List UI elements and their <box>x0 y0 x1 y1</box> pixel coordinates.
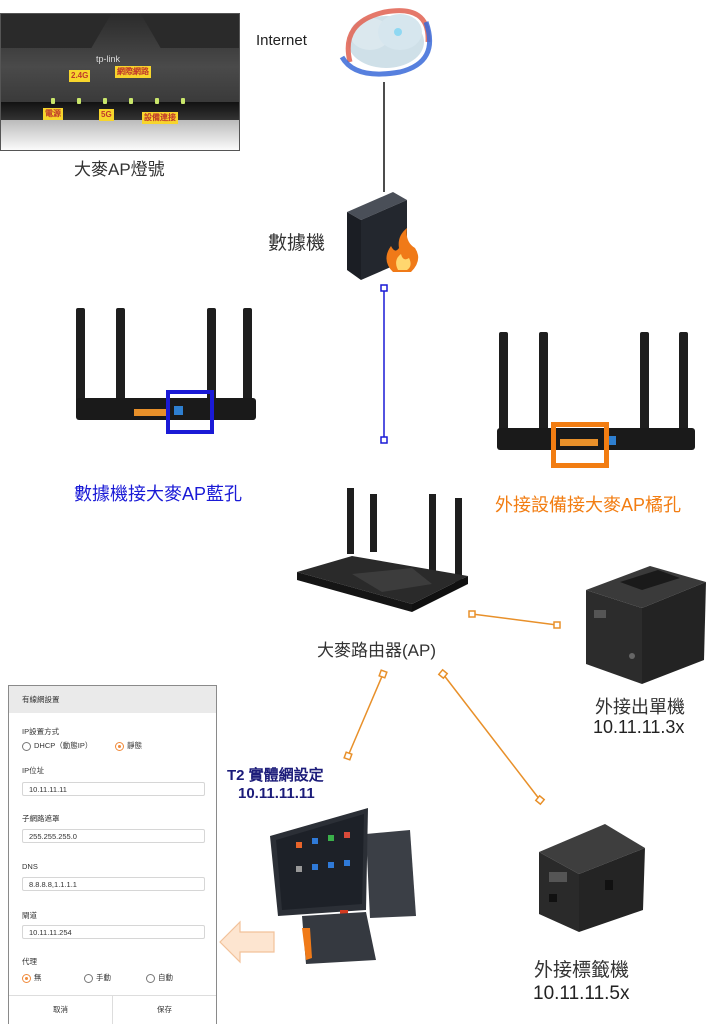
ip-mode-label: IP設置方式 <box>22 727 60 736</box>
ip-address-label: IP位址 <box>22 766 45 775</box>
led-wps <box>181 98 185 104</box>
gateway-input[interactable]: 10.11.11.254 <box>22 925 205 939</box>
ip-mode-dhcp[interactable]: DHCP（動態IP） <box>22 740 92 751</box>
tag-5g: 5G <box>99 109 114 121</box>
led-device <box>155 98 159 104</box>
radio-proxy-auto[interactable] <box>146 973 155 983</box>
led-power <box>51 98 55 104</box>
proxy-manual[interactable]: 手動 <box>84 972 111 983</box>
tag-2g: 2.4G <box>69 70 91 82</box>
label-printer-label: 外接標籤機 <box>534 960 630 981</box>
firewall-icon <box>347 192 419 280</box>
pos-setting-label: T2 實體網設定 <box>227 767 324 784</box>
led-indicator-photo: tp-link 2.4G 網際網路 電源 5G 設備連接 <box>0 13 240 151</box>
radio-dhcp-label: DHCP（動態IP） <box>34 741 93 750</box>
proxy-auto[interactable]: 自動 <box>146 972 173 983</box>
orange-port-label: 外接設備接大麥AP橘孔 <box>495 495 682 515</box>
receipt-printer-icon <box>586 566 706 684</box>
tp-link-logo: tp-link <box>96 54 121 64</box>
line-endpoint <box>468 610 476 618</box>
pos-ip: 10.11.11.11 <box>238 785 315 802</box>
line-endpoint <box>380 284 388 292</box>
internet-label: Internet <box>256 32 307 49</box>
gateway-label: 閘道 <box>22 911 37 920</box>
line-endpoint <box>343 751 353 761</box>
line-endpoint <box>380 436 388 444</box>
subnet-mask-input[interactable]: 255.255.255.0 <box>22 829 205 843</box>
radio-proxy-none-label: 無 <box>34 973 42 982</box>
wired-network-settings-panel: 有線網設置 IP設置方式 DHCP（動態IP） 靜態 IP位址 10.11.11… <box>8 685 217 1024</box>
radio-proxy-auto-label: 自動 <box>158 973 173 982</box>
receipt-printer-label: 外接出單機 <box>595 697 685 717</box>
led-caption: 大麥AP燈號 <box>74 160 165 179</box>
line-endpoint <box>553 621 561 629</box>
label-printer-icon <box>539 824 645 932</box>
line-endpoint <box>534 794 546 806</box>
led-5g <box>103 98 107 104</box>
pos-terminal-icon <box>270 808 416 964</box>
router-ap-label: 大麥路由器(AP) <box>317 641 436 660</box>
line-endpoint <box>437 668 449 680</box>
router-ap-icon <box>297 488 468 612</box>
ip-mode-static[interactable]: 靜態 <box>115 740 142 751</box>
radio-static[interactable] <box>115 741 124 751</box>
proxy-label: 代理 <box>22 957 37 966</box>
router-pos-line <box>347 673 384 757</box>
tag-device: 設備連接 <box>142 112 178 124</box>
blue-port-highlight <box>166 390 214 434</box>
line-endpoint <box>378 669 388 679</box>
tag-power: 電源 <box>43 108 63 120</box>
radio-proxy-manual[interactable] <box>84 973 93 983</box>
label-printer-ip: 10.11.11.5x <box>533 983 630 1004</box>
subnet-mask-label: 子網路遮罩 <box>22 814 60 823</box>
led-2g <box>77 98 81 104</box>
radio-dhcp[interactable] <box>22 741 31 751</box>
arrow-left-icon <box>219 920 275 964</box>
radio-static-label: 靜態 <box>127 741 142 750</box>
receipt-printer-ip: 10.11.11.3x <box>593 717 685 737</box>
cancel-button[interactable]: 取消 <box>9 996 113 1024</box>
radio-proxy-manual-label: 手動 <box>96 973 111 982</box>
modem-label: 數據機 <box>268 233 326 254</box>
router-receipt-printer-line <box>471 613 558 626</box>
router-label-printer-line <box>442 673 541 801</box>
led-internet <box>129 98 133 104</box>
router-back-orange-photo <box>497 332 695 450</box>
dns-input[interactable]: 8.8.8.8,1.1.1.1 <box>22 877 205 891</box>
blue-port-label: 數據機接大麥AP藍孔 <box>74 484 243 504</box>
ip-address-input[interactable]: 10.11.11.11 <box>22 782 205 796</box>
dns-label: DNS <box>22 862 38 871</box>
radio-proxy-none[interactable] <box>22 973 31 983</box>
cloud-globe-icon <box>339 8 433 77</box>
orange-port-highlight <box>551 422 609 468</box>
settings-title: 有線網設置 <box>9 686 216 713</box>
save-button[interactable]: 保存 <box>157 1005 172 1014</box>
tag-internet: 網際網路 <box>115 66 151 78</box>
proxy-none[interactable]: 無 <box>22 972 42 983</box>
